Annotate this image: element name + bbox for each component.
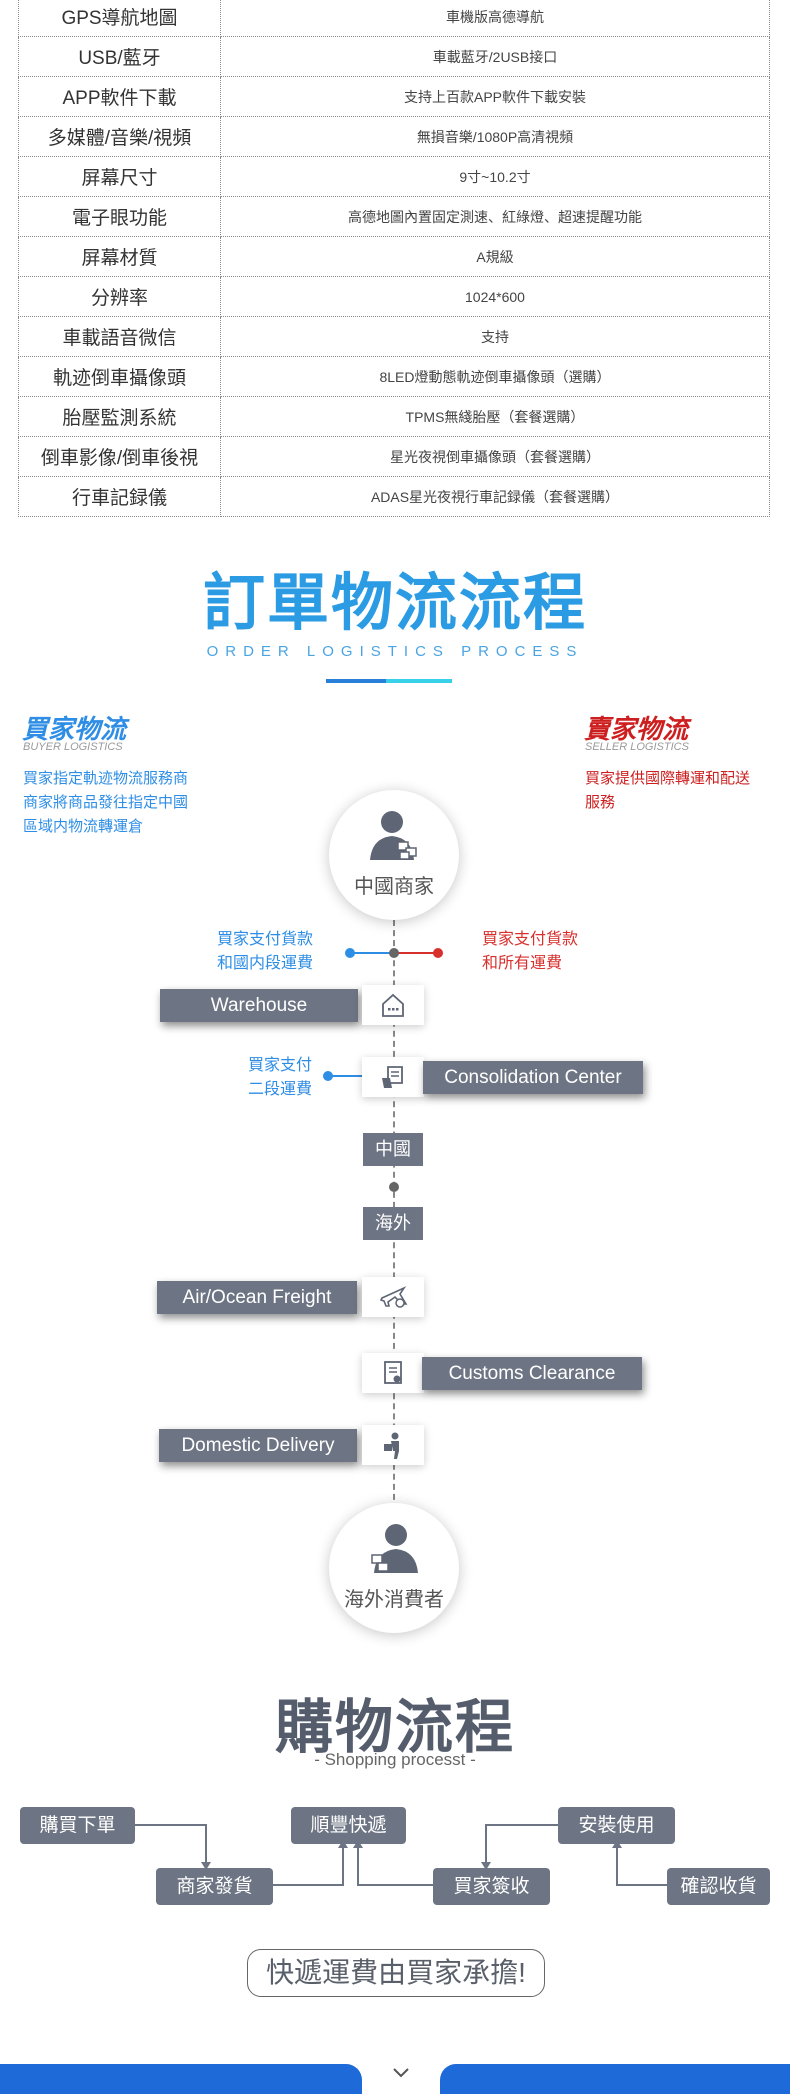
shopping-title: 購物流程 <box>274 1693 515 1761</box>
seller-logistics-subtitle: SELLER LOGISTICS <box>585 741 689 753</box>
spec-value: TPMS無綫胎壓（套餐選購） <box>220 396 770 437</box>
courier-icon <box>384 1432 399 1459</box>
spec-value: 高德地圖內置固定測速、紅綠燈、超速提醒功能 <box>220 196 770 237</box>
customs-document-icon <box>384 1361 402 1384</box>
spec-row: GPS導航地圖車機版高德導航 <box>18 0 770 37</box>
spec-key: USB/藍牙 <box>18 36 221 77</box>
seller-logistics-description: 買家提供國際轉運和配送 服務 <box>585 770 751 811</box>
logistics-title: 訂單物流流程 <box>202 566 587 639</box>
spec-key: 電子眼功能 <box>18 196 221 237</box>
warehouse-step: Warehouse <box>160 989 358 1022</box>
spec-key: 分辨率 <box>18 276 221 317</box>
domestic-delivery-step: Domestic Delivery <box>159 1429 357 1462</box>
border-dot <box>389 1182 399 1192</box>
center-dot <box>389 948 399 958</box>
buyer-payment-note: 買家支付貨款 和國内段運費 <box>216 931 313 972</box>
step-merchant-ship: 商家發貨 <box>156 1868 273 1905</box>
spec-key: 屏幕尺寸 <box>18 156 221 197</box>
second-leg-connector <box>330 1075 364 1077</box>
spec-value: A規級 <box>220 236 770 277</box>
seller-payment-note: 買家支付貨款 和所有運費 <box>482 931 579 972</box>
spec-value: ADAS星光夜視行車記録儀（套餐選購） <box>220 476 770 517</box>
spec-key: APP軟件下載 <box>18 76 221 117</box>
spec-value: 無損音樂/1080P高清視頻 <box>220 116 770 157</box>
shopping-flow-connectors <box>135 1824 667 1886</box>
shopping-subtitle: - Shopping processt - <box>314 1750 476 1769</box>
china-node: 中國 <box>363 1133 423 1166</box>
spec-row: USB/藍牙車載藍牙/2USB接口 <box>18 36 770 77</box>
consolidation-icon <box>382 1066 403 1088</box>
step-confirm-receipt: 確認收貨 <box>667 1868 770 1905</box>
footer-bar-right <box>440 2064 790 2094</box>
spec-row: APP軟件下載支持上百款APP軟件下載安裝 <box>18 76 770 117</box>
domestic-delivery-card <box>362 1425 424 1465</box>
buyer-payment-dot <box>345 948 355 958</box>
buyer-logistics-description: 買家指定軌迹物流服務商 商家將商品發往指定中國 區域内物流轉運倉 <box>23 770 189 835</box>
second-leg-payment-note: 買家支付 二段運費 <box>247 1057 312 1098</box>
spec-value: 9寸~10.2寸 <box>220 156 770 197</box>
spec-row: 多媒體/音樂/視頻無損音樂/1080P高清視頻 <box>18 116 770 157</box>
spec-value: 1024*600 <box>220 276 770 317</box>
spec-value: 8LED燈動態軌迹倒車攝像頭（選購） <box>220 356 770 397</box>
buyer-payment-connector <box>350 952 394 954</box>
customs-step: Customs Clearance <box>422 1357 642 1390</box>
spec-key: GPS導航地圖 <box>18 0 221 37</box>
spec-row: 電子眼功能高德地圖內置固定測速、紅綠燈、超速提醒功能 <box>18 196 770 237</box>
destination-consumer-node: 海外消費者 <box>329 1503 459 1633</box>
consolidation-step: Consolidation Center <box>423 1061 643 1094</box>
spec-key: 車載語音微信 <box>18 316 221 357</box>
spec-key: 行車記録儀 <box>18 476 221 517</box>
spec-value: 支持上百款APP軟件下載安裝 <box>220 76 770 117</box>
seller-payment-dot <box>433 948 443 958</box>
buyer-logistics-title: 買家物流 <box>22 714 127 744</box>
spec-key: 屏幕材質 <box>18 236 221 277</box>
origin-merchant-node: 中國商家 <box>329 790 459 920</box>
warehouse-icon <box>382 993 404 1017</box>
spec-key: 軌迹倒車攝像頭 <box>18 356 221 397</box>
seller-payment-connector <box>394 952 438 954</box>
title-underline-blue <box>326 679 386 683</box>
second-leg-dot <box>323 1071 333 1081</box>
freight-card <box>362 1277 424 1317</box>
merchant-icon <box>370 811 417 860</box>
step-install-use: 安裝使用 <box>558 1807 675 1844</box>
freight-step: Air/Ocean Freight <box>157 1281 357 1314</box>
title-underline-cyan <box>386 679 452 683</box>
customs-card <box>362 1353 424 1393</box>
consumer-icon <box>371 1524 418 1573</box>
spec-key: 胎壓監測系統 <box>18 396 221 437</box>
spec-key: 多媒體/音樂/視頻 <box>18 116 221 157</box>
airplane-icon <box>380 1286 408 1308</box>
consolidation-card <box>362 1057 424 1097</box>
origin-label: 中國商家 <box>354 876 434 898</box>
warehouse-card <box>362 985 424 1025</box>
spec-value: 車機版高德導航 <box>220 0 770 37</box>
spec-value: 星光夜視倒車攝像頭（套餐選購） <box>220 436 770 477</box>
step-sf-express: 順豐快遞 <box>291 1807 406 1844</box>
spec-key: 倒車影像/倒車後視 <box>18 436 221 477</box>
step-buyer-sign: 買家簽收 <box>433 1868 550 1905</box>
logistics-subtitle: ORDER LOGISTICS PROCESS <box>206 643 584 660</box>
buyer-logistics-subtitle: BUYER LOGISTICS <box>23 741 123 753</box>
spec-row: 車載語音微信支持 <box>18 316 770 357</box>
spec-value: 支持 <box>220 316 770 357</box>
step-place-order: 購買下單 <box>20 1807 135 1844</box>
chevron-down-icon[interactable] <box>392 2067 410 2079</box>
spec-value: 車載藍牙/2USB接口 <box>220 36 770 77</box>
shipping-fee-note: 快遞運費由買家承擔! <box>247 1949 545 1997</box>
overseas-node: 海外 <box>363 1207 423 1240</box>
spec-row: 倒車影像/倒車後視星光夜視倒車攝像頭（套餐選購） <box>18 436 770 477</box>
seller-logistics-title: 賣家物流 <box>584 714 689 744</box>
footer-bar-left <box>0 2064 362 2094</box>
destination-label: 海外消費者 <box>344 1589 444 1611</box>
